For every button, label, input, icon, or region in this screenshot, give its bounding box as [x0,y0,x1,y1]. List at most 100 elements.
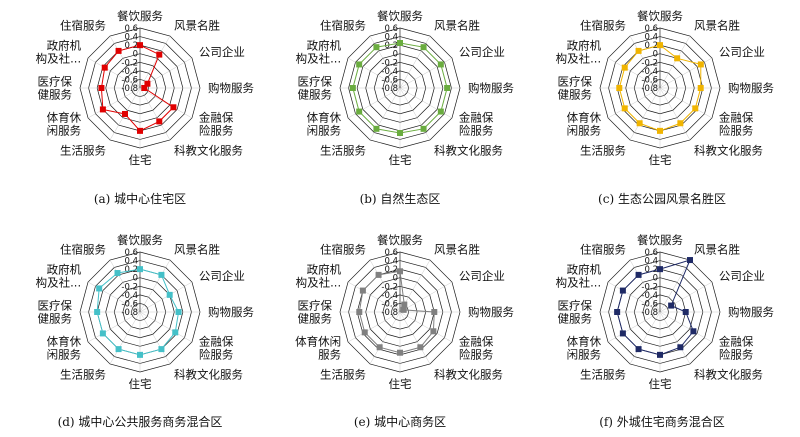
radar-axis-spoke [139,259,171,313]
category-label: 体育休闲服务 [47,111,82,138]
category-label: 科教文化服务 [174,367,243,381]
data-point [356,309,363,315]
category-label-line: 风景名胜 [434,19,480,33]
category-label-line: 住宅 [389,377,412,391]
data-point [657,42,663,49]
data-point [397,40,403,46]
category-label: 餐饮服务 [377,9,423,23]
data-point [96,285,103,292]
data-point [657,266,663,273]
category-label-line: 科教文化服务 [434,143,503,157]
category-label-line: 医疗保 [558,75,593,89]
data-point [431,309,438,315]
category-label-line: 健服务 [38,88,73,102]
data-point [356,61,363,68]
category-label: 购物服务 [208,81,254,95]
category-label-line: 餐饮服务 [117,9,163,23]
radial-tick-label: -0.4 [121,291,138,301]
category-label-line: 政府机 [567,263,602,277]
category-label: 住宅 [649,153,672,167]
category-label-line: 住宅 [129,153,152,167]
data-point [619,330,626,337]
radar-axis-spoke [629,259,661,313]
radar-axis-spoke [399,311,453,343]
category-label-line: 服务 [318,348,341,362]
category-label: 住宿服务 [60,243,106,257]
category-label-line: 政府机 [567,39,602,53]
category-label-line: 政府机 [307,263,342,277]
category-label: 风景名胜 [434,19,480,33]
data-point [349,85,356,91]
category-label-line: 体育休 [47,335,82,349]
data-point [697,85,704,91]
data-point [430,328,437,335]
category-label-line: 生活服务 [580,143,626,157]
data-point [420,44,427,51]
radial-tick-label: -0.2 [641,58,658,68]
data-point [417,344,424,351]
radial-tick-label: 0.6 [384,24,398,34]
category-label: 金融保险服务 [199,335,234,362]
category-label-line: 购物服务 [728,305,774,319]
category-label-line: 科教文化服务 [694,143,763,157]
radial-tick-label: 0.2 [124,41,138,51]
data-point [137,351,143,358]
data-point [137,42,143,49]
radar-panel-d: 0.60.40.20-0.2-0.4-0.6-0.8餐饮服务风景名胜公司企业购物… [36,233,255,391]
category-label-line: 体育休 [307,111,342,125]
category-label-line: 公司企业 [199,269,245,283]
data-point [361,329,368,336]
data-point [141,85,148,91]
category-label: 餐饮服务 [637,9,683,23]
radial-tick-label: -0.8 [121,308,138,318]
category-label-line: 住宅 [649,377,672,391]
radial-tick-label: -0.4 [121,67,138,77]
category-label-line: 科教文化服务 [434,367,503,381]
radial-tick-label: -0.8 [381,308,398,318]
radial-tick-label: 0.4 [644,257,658,267]
category-label-line: 健服务 [558,88,593,102]
panel-caption-c: (c) 生态公园风景名胜区 [598,192,726,206]
category-label-line: 住宿服务 [580,243,626,257]
radar-axis-spoke [659,35,691,89]
radial-tick-label: 0.4 [384,33,398,43]
category-label: 政府机构及社... [556,39,602,66]
data-point [692,105,699,112]
category-label-line: 风景名胜 [174,243,220,257]
data-point [677,344,684,351]
radial-tick-label: 0 [653,50,658,60]
category-label-line: 金融保 [199,335,234,349]
category-label-line: 金融保 [719,335,754,349]
category-label: 住宿服务 [580,19,626,33]
radar-axis-spoke [109,311,141,365]
category-label-line: 风景名胜 [694,19,740,33]
data-point [397,130,403,136]
category-label: 体育休闲服务 [47,335,82,362]
radar-axis-spoke [369,259,401,313]
category-label: 购物服务 [728,305,774,319]
radial-tick-label: 0.6 [124,248,138,258]
category-label: 医疗保健服务 [298,75,333,102]
radar-panel-e: 0.60.40.20-0.2-0.4-0.6-0.8餐饮服务风景名胜公司企业购物… [295,233,514,391]
category-label: 医疗保健服务 [298,299,333,326]
category-label-line: 医疗保 [558,299,593,313]
category-label-line: 体育休闲 [295,335,341,349]
radial-tick-label: 0 [653,274,658,284]
category-label: 科教文化服务 [694,367,763,381]
category-label-line: 金融保 [459,111,494,125]
data-point [687,257,693,264]
category-label-line: 医疗保 [38,75,73,89]
category-label: 医疗保健服务 [558,75,593,102]
category-label: 金融保险服务 [459,335,494,362]
category-label-line: 医疗保 [298,299,333,313]
category-label-line: 公司企业 [719,45,765,59]
category-label: 生活服务 [580,367,626,381]
category-label-line: 餐饮服务 [637,9,683,23]
category-label-line: 政府机 [47,263,82,277]
radar-axis-spoke [659,87,691,141]
data-point [697,61,704,68]
category-label-line: 金融保 [199,111,234,125]
data-point [172,329,179,336]
